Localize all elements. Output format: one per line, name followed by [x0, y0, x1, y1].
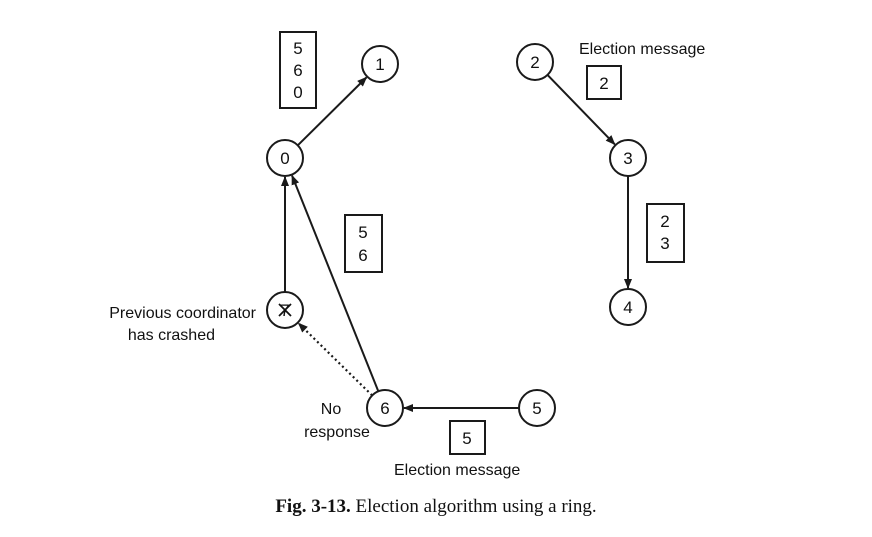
- ring-node-circle: [518, 389, 556, 427]
- ring-election-diagram: 0 1 2 3 4 5 6 7 5 6 0 2 2 3 5 6 5 Election mess…: [109, 31, 705, 479]
- edge-0-to-1: [297, 76, 368, 147]
- ring-node-circle: [516, 43, 554, 81]
- message-box-23: 2 3: [646, 203, 685, 263]
- ring-node-circle: [609, 288, 647, 326]
- election-message-label-bottom: Election message: [394, 462, 520, 479]
- ring-node-0: 0: [266, 139, 304, 177]
- ring-node-label: 1: [375, 55, 384, 74]
- previous-coordinator-label-line-1: Previous coordinator: [109, 305, 256, 322]
- message-box-2: 2: [586, 65, 622, 100]
- ring-node-label: 3: [623, 149, 632, 168]
- figure-caption: Fig. 3-13. Election algorithm using a ri…: [0, 496, 872, 518]
- crash-cross-mark: [278, 303, 292, 317]
- ring-node-2: 2: [516, 43, 554, 81]
- ring-node-label: 5: [532, 399, 541, 418]
- ring-node-label: 4: [623, 298, 632, 317]
- election-message-label-top: Election message: [579, 41, 705, 58]
- message-box-560-line-2: 6: [293, 61, 302, 80]
- message-box-23-line-1: 2: [660, 212, 669, 231]
- message-box-23-line-2: 3: [660, 234, 669, 253]
- no-response-label-line-1: No: [321, 401, 342, 418]
- ring-node-7: 7: [266, 291, 304, 329]
- message-box-56-line-2: 6: [358, 246, 367, 265]
- message-box-2-line-1: 2: [599, 74, 608, 93]
- message-box-560-line-3: 0: [293, 83, 302, 102]
- message-box-5: 5: [449, 420, 486, 455]
- message-box-56-line-1: 5: [358, 223, 367, 242]
- ring-node-circle: [361, 45, 399, 83]
- ring-node-5: 5: [518, 389, 556, 427]
- edges-layer: [281, 74, 632, 412]
- edge-2-to-3: [546, 74, 616, 146]
- edge-6-to-0: [291, 174, 380, 392]
- ring-node-1: 1: [361, 45, 399, 83]
- no-response-label-line-2: response: [304, 424, 370, 441]
- ring-node-circle: [609, 139, 647, 177]
- ring-node-circle: [366, 389, 404, 427]
- ring-node-3: 3: [609, 139, 647, 177]
- ring-node-label: 0: [280, 149, 289, 168]
- ring-node-label: 6: [380, 399, 389, 418]
- previous-coordinator-label-line-2: has crashed: [128, 327, 215, 344]
- ring-node-6: 6: [366, 389, 404, 427]
- ring-node-circle: [266, 139, 304, 177]
- ring-node-4: 4: [609, 288, 647, 326]
- edge-6-to-7: [297, 322, 373, 397]
- message-box-560-line-1: 5: [293, 39, 302, 58]
- message-box-560: 5 6 0: [279, 31, 317, 109]
- ring-node-label: 2: [530, 53, 539, 72]
- message-box-56: 5 6: [344, 214, 383, 273]
- nodes-layer: 0 1 2 3 4 5 6 7: [266, 43, 647, 427]
- message-box-5-line-1: 5: [462, 429, 471, 448]
- figure-caption-text: Election algorithm using a ring.: [355, 496, 597, 517]
- figure-number: Fig. 3-13.: [275, 496, 351, 517]
